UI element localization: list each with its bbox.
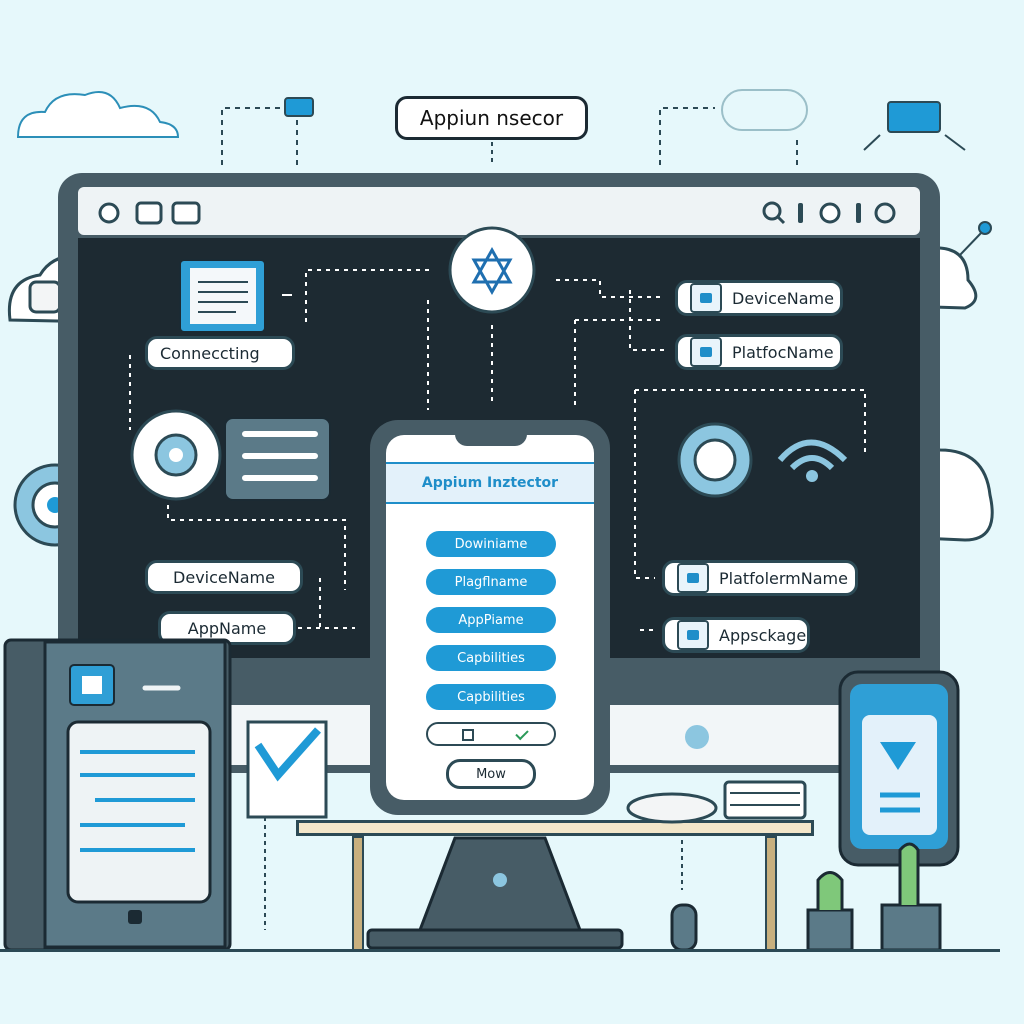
toolbar-right-icons: [762, 201, 896, 225]
record-icon: [98, 202, 120, 224]
chat-icon: [819, 202, 841, 224]
device-icon: [690, 283, 722, 313]
phone-button-capabilities[interactable]: Capbilities: [426, 645, 556, 671]
checkbox-icon: [462, 729, 474, 741]
label-platform-name-mid: PlatfolermName: [662, 560, 858, 596]
platform-icon: [690, 337, 722, 367]
label-device-name-left: DeviceName: [145, 560, 303, 594]
camera-icon: [171, 201, 201, 225]
phone-notch: [455, 428, 527, 446]
page-title: Appiun nsecor: [395, 96, 588, 140]
desk-top: [296, 820, 814, 836]
menu-icon: [798, 203, 803, 223]
search-icon: [762, 201, 782, 221]
headphones-icon: [874, 202, 896, 224]
window-icon: [135, 201, 163, 225]
phone-header: Appium Inztector: [386, 462, 594, 504]
package-icon: [677, 620, 709, 650]
phone-button-capabilities-2[interactable]: Capbilities: [426, 684, 556, 710]
ground-line: [0, 949, 1000, 952]
phone-toggle-row[interactable]: [426, 722, 556, 746]
document-icon: [677, 563, 709, 593]
phone-button-device-name[interactable]: Dowiniame: [426, 531, 556, 557]
label-connecting: Conneccting: [145, 336, 295, 370]
toolbar-left-icons: [98, 201, 201, 225]
label-platform-name-right: PlatfocName: [675, 334, 843, 370]
phone-button-app-name[interactable]: AppPiame: [426, 607, 556, 633]
phone-button-platform-name[interactable]: Plagflname: [426, 569, 556, 595]
move-button[interactable]: Mow: [446, 759, 536, 789]
label-device-name-right: DeviceName: [675, 280, 843, 316]
label-app-package: Appsckage: [662, 617, 810, 653]
